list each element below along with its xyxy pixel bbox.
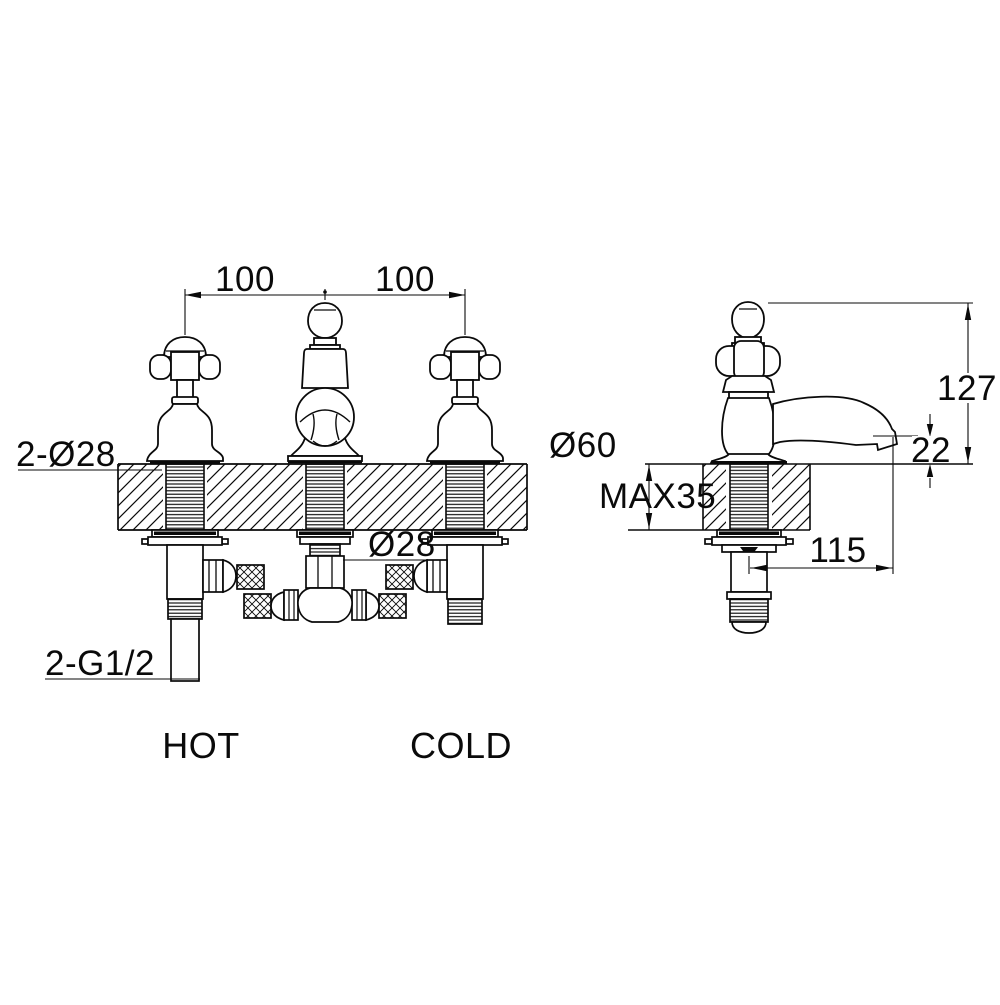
cold-flex-hose <box>385 564 414 590</box>
side-tap-underdeck <box>704 529 794 634</box>
dim-115-label: 115 <box>809 531 866 570</box>
cold-shank-thread <box>445 463 485 531</box>
side-view: 127 22 Ø60 MAX35 115 <box>549 301 997 634</box>
label-base-diameter: Ø60 <box>549 426 617 465</box>
label-inlet-thread: 2-G1/2 <box>45 644 155 683</box>
label-cold: COLD <box>410 725 512 766</box>
dim-100-left-label: 100 <box>215 260 275 299</box>
side-shank-thread <box>729 463 769 531</box>
dim-127-label: 127 <box>937 369 997 408</box>
hot-flex-hose <box>236 564 265 590</box>
center-spout <box>287 302 363 464</box>
center-flex-hose-right <box>378 593 407 619</box>
side-dimensions <box>645 302 973 574</box>
dim-100-right-label: 100 <box>375 260 435 299</box>
spout-shank-thread <box>305 463 345 531</box>
cold-valve-underdeck <box>385 529 509 625</box>
front-view: 100 100 2-Ø28 Ø28 2-G1/2 HOT COLD <box>16 260 528 766</box>
label-shank-diameter: Ø28 <box>368 525 436 564</box>
label-hot: HOT <box>162 725 240 766</box>
cold-valve-handle <box>426 336 504 465</box>
front-dimensions <box>18 289 466 680</box>
dim-22-label: 22 <box>911 431 951 470</box>
side-tap <box>709 301 899 464</box>
label-hole-diameter: 2-Ø28 <box>16 435 116 474</box>
front-deck <box>117 463 528 531</box>
hot-valve-underdeck <box>141 529 265 682</box>
label-max-deck: MAX35 <box>599 477 716 516</box>
hot-shank-thread <box>165 463 205 531</box>
spout-profile <box>772 395 899 452</box>
center-flex-hose-left <box>243 593 272 619</box>
hot-valve-handle <box>146 336 224 465</box>
center-body-underdeck <box>243 529 407 623</box>
